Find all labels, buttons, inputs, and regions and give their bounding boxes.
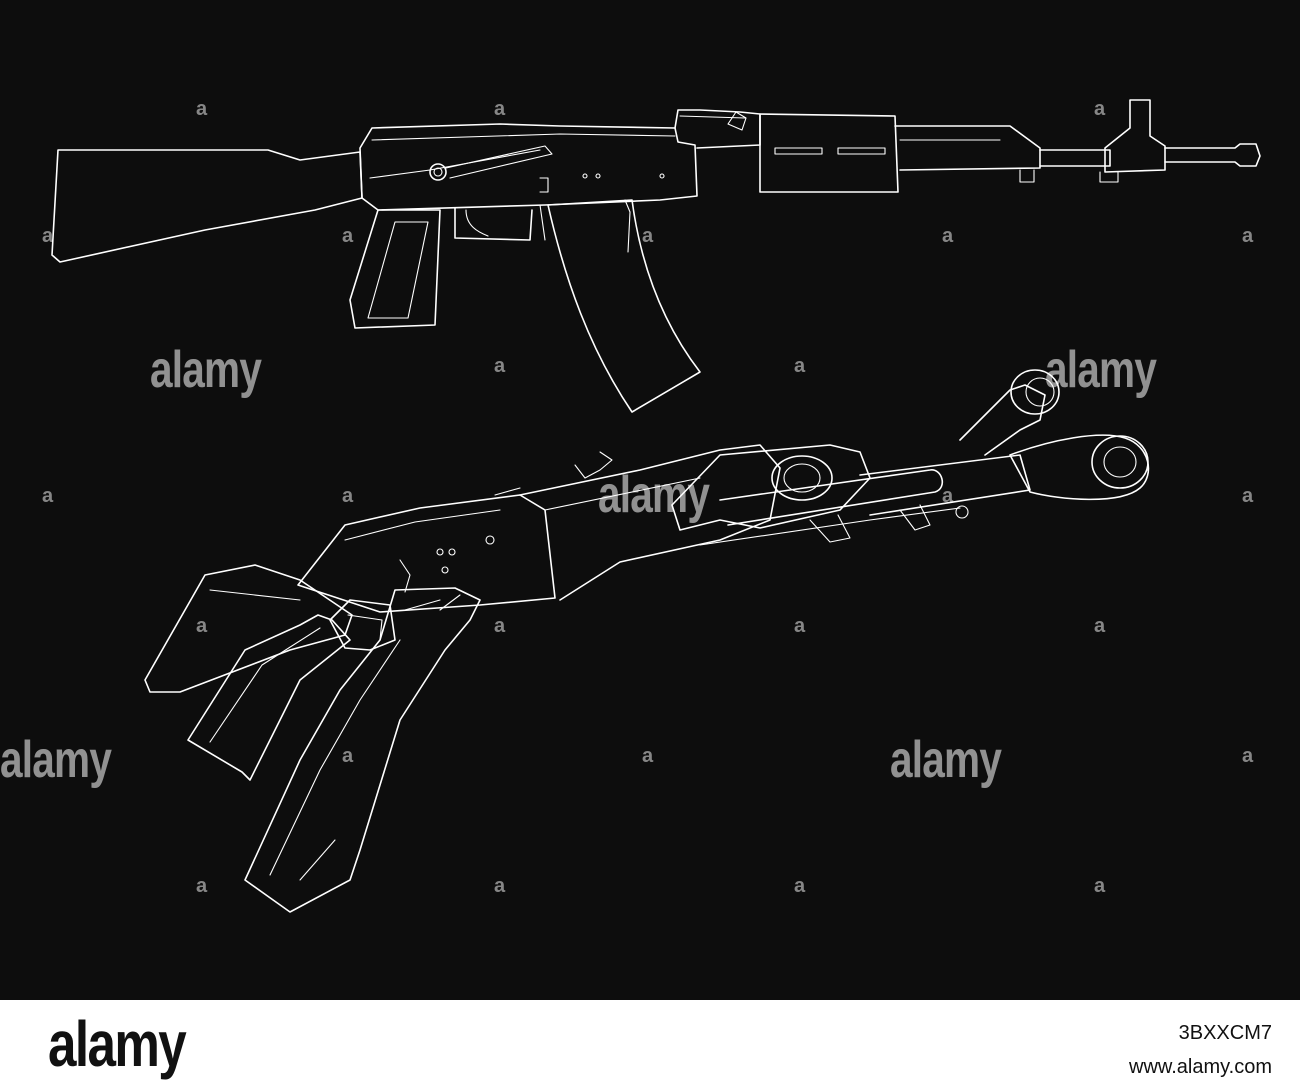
rifle-side-view: [51, 99, 1261, 413]
rifle-perspective-view: [144, 369, 1150, 913]
rifle-pistol-grip: [349, 209, 441, 329]
rifle-muzzle-perspective: [1009, 434, 1150, 501]
rifle-handguard-perspective: [671, 444, 871, 531]
rifle-magazine-perspective-left: [187, 614, 351, 781]
rifle-receiver-perspective: [297, 494, 556, 613]
site-url[interactable]: www.alamy.com: [1129, 1056, 1272, 1078]
rifle-trigger-guard: [454, 207, 533, 241]
rifle-stock-perspective: [144, 564, 353, 693]
artwork-canvas: alamy alamy alamy alamy alamy a a a a a …: [0, 98, 1261, 913]
rifle-magazine-perspective-right: [244, 587, 481, 913]
rifle-receiver: [359, 123, 698, 211]
rifle-magazine: [547, 199, 701, 413]
image-id: 3BXXCM7: [1178, 1022, 1272, 1044]
footer-meta: 3BXXCM7 www.alamy.com: [1129, 1016, 1272, 1084]
rifle-barrel-perspective: [859, 454, 1031, 516]
alamy-logo[interactable]: alamy: [48, 1008, 187, 1080]
rifle-front-sight: [1104, 99, 1166, 173]
rifle-handguard: [759, 113, 899, 193]
rifle-front-sight-perspective: [959, 384, 1046, 456]
rifle-barrel: [1039, 149, 1111, 167]
rifle-stock: [51, 149, 363, 263]
rifle-drawings: [51, 99, 1261, 913]
stock-photo-footer: [0, 1000, 1300, 1089]
rifle-muzzle: [1164, 143, 1261, 167]
